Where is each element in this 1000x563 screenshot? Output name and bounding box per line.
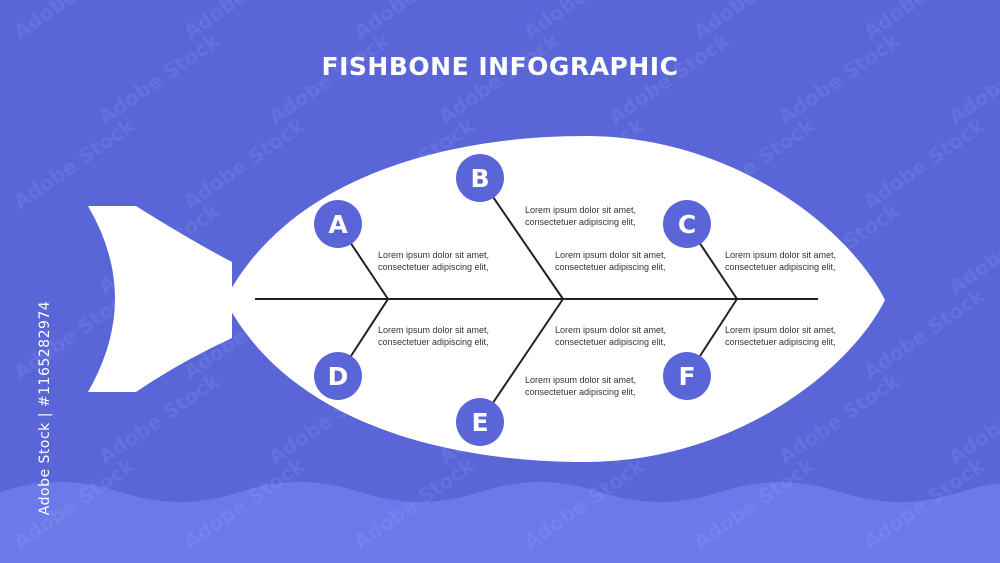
node-a: A	[314, 200, 362, 248]
node-d: D	[314, 352, 362, 400]
node-circle	[663, 352, 711, 400]
label-f: Lorem ipsum dolor sit amet,consectetuer …	[725, 325, 836, 347]
label-e: Lorem ipsum dolor sit amet,consectetuer …	[525, 375, 636, 397]
label-layer: Lorem ipsum dolor sit amet,consectetuer …	[378, 205, 836, 397]
watermark-text: Adobe Stock	[859, 113, 989, 214]
node-letter: A	[328, 210, 348, 239]
node-letter: D	[328, 362, 349, 391]
label-c: Lorem ipsum dolor sit amet,consectetuer …	[725, 250, 836, 272]
fish-tail	[88, 206, 232, 392]
label-b: Lorem ipsum dolor sit amet,consectetuer …	[525, 205, 636, 227]
node-f: F	[663, 352, 711, 400]
node-layer: A B C D E F	[314, 154, 711, 446]
label-mid-2: Lorem ipsum dolor sit amet,consectetuer …	[555, 325, 666, 347]
node-circle	[314, 352, 362, 400]
node-circle	[456, 154, 504, 202]
watermark-text: Adobe Stock	[944, 368, 1000, 469]
watermark-text: Adobe Stock	[349, 0, 479, 44]
bone-b	[479, 177, 564, 300]
node-letter: E	[471, 408, 488, 437]
wave-band	[0, 482, 1000, 563]
node-letter: F	[678, 362, 695, 391]
label-d: Lorem ipsum dolor sit amet,consectetuer …	[378, 325, 489, 347]
watermark-text: Adobe Stock	[944, 198, 1000, 299]
node-circle	[663, 200, 711, 248]
node-c: C	[663, 200, 711, 248]
stock-id-label: Adobe Stock | #1165282974	[37, 300, 54, 516]
watermark-text: Adobe Stock	[689, 0, 819, 44]
node-e: E	[456, 398, 504, 446]
node-b: B	[456, 154, 504, 202]
watermark-text: Adobe Stock	[519, 0, 649, 44]
node-letter: B	[470, 164, 489, 193]
watermark-text: Adobe Stock	[9, 113, 139, 214]
bone-e	[479, 298, 564, 423]
watermark-text: Adobe Stock	[859, 0, 989, 44]
node-letter: C	[678, 210, 696, 239]
label-a: Lorem ipsum dolor sit amet,consectetuer …	[378, 250, 489, 272]
watermark-text: Adobe Stock	[179, 113, 309, 214]
node-circle	[314, 200, 362, 248]
page-title: FISHBONE INFOGRAPHIC	[321, 52, 679, 81]
watermark-text: Adobe Stock	[9, 0, 139, 44]
watermark-text: Adobe Stock	[179, 0, 309, 44]
label-mid-1: Lorem ipsum dolor sit amet,consectetuer …	[555, 250, 666, 272]
node-circle	[456, 398, 504, 446]
